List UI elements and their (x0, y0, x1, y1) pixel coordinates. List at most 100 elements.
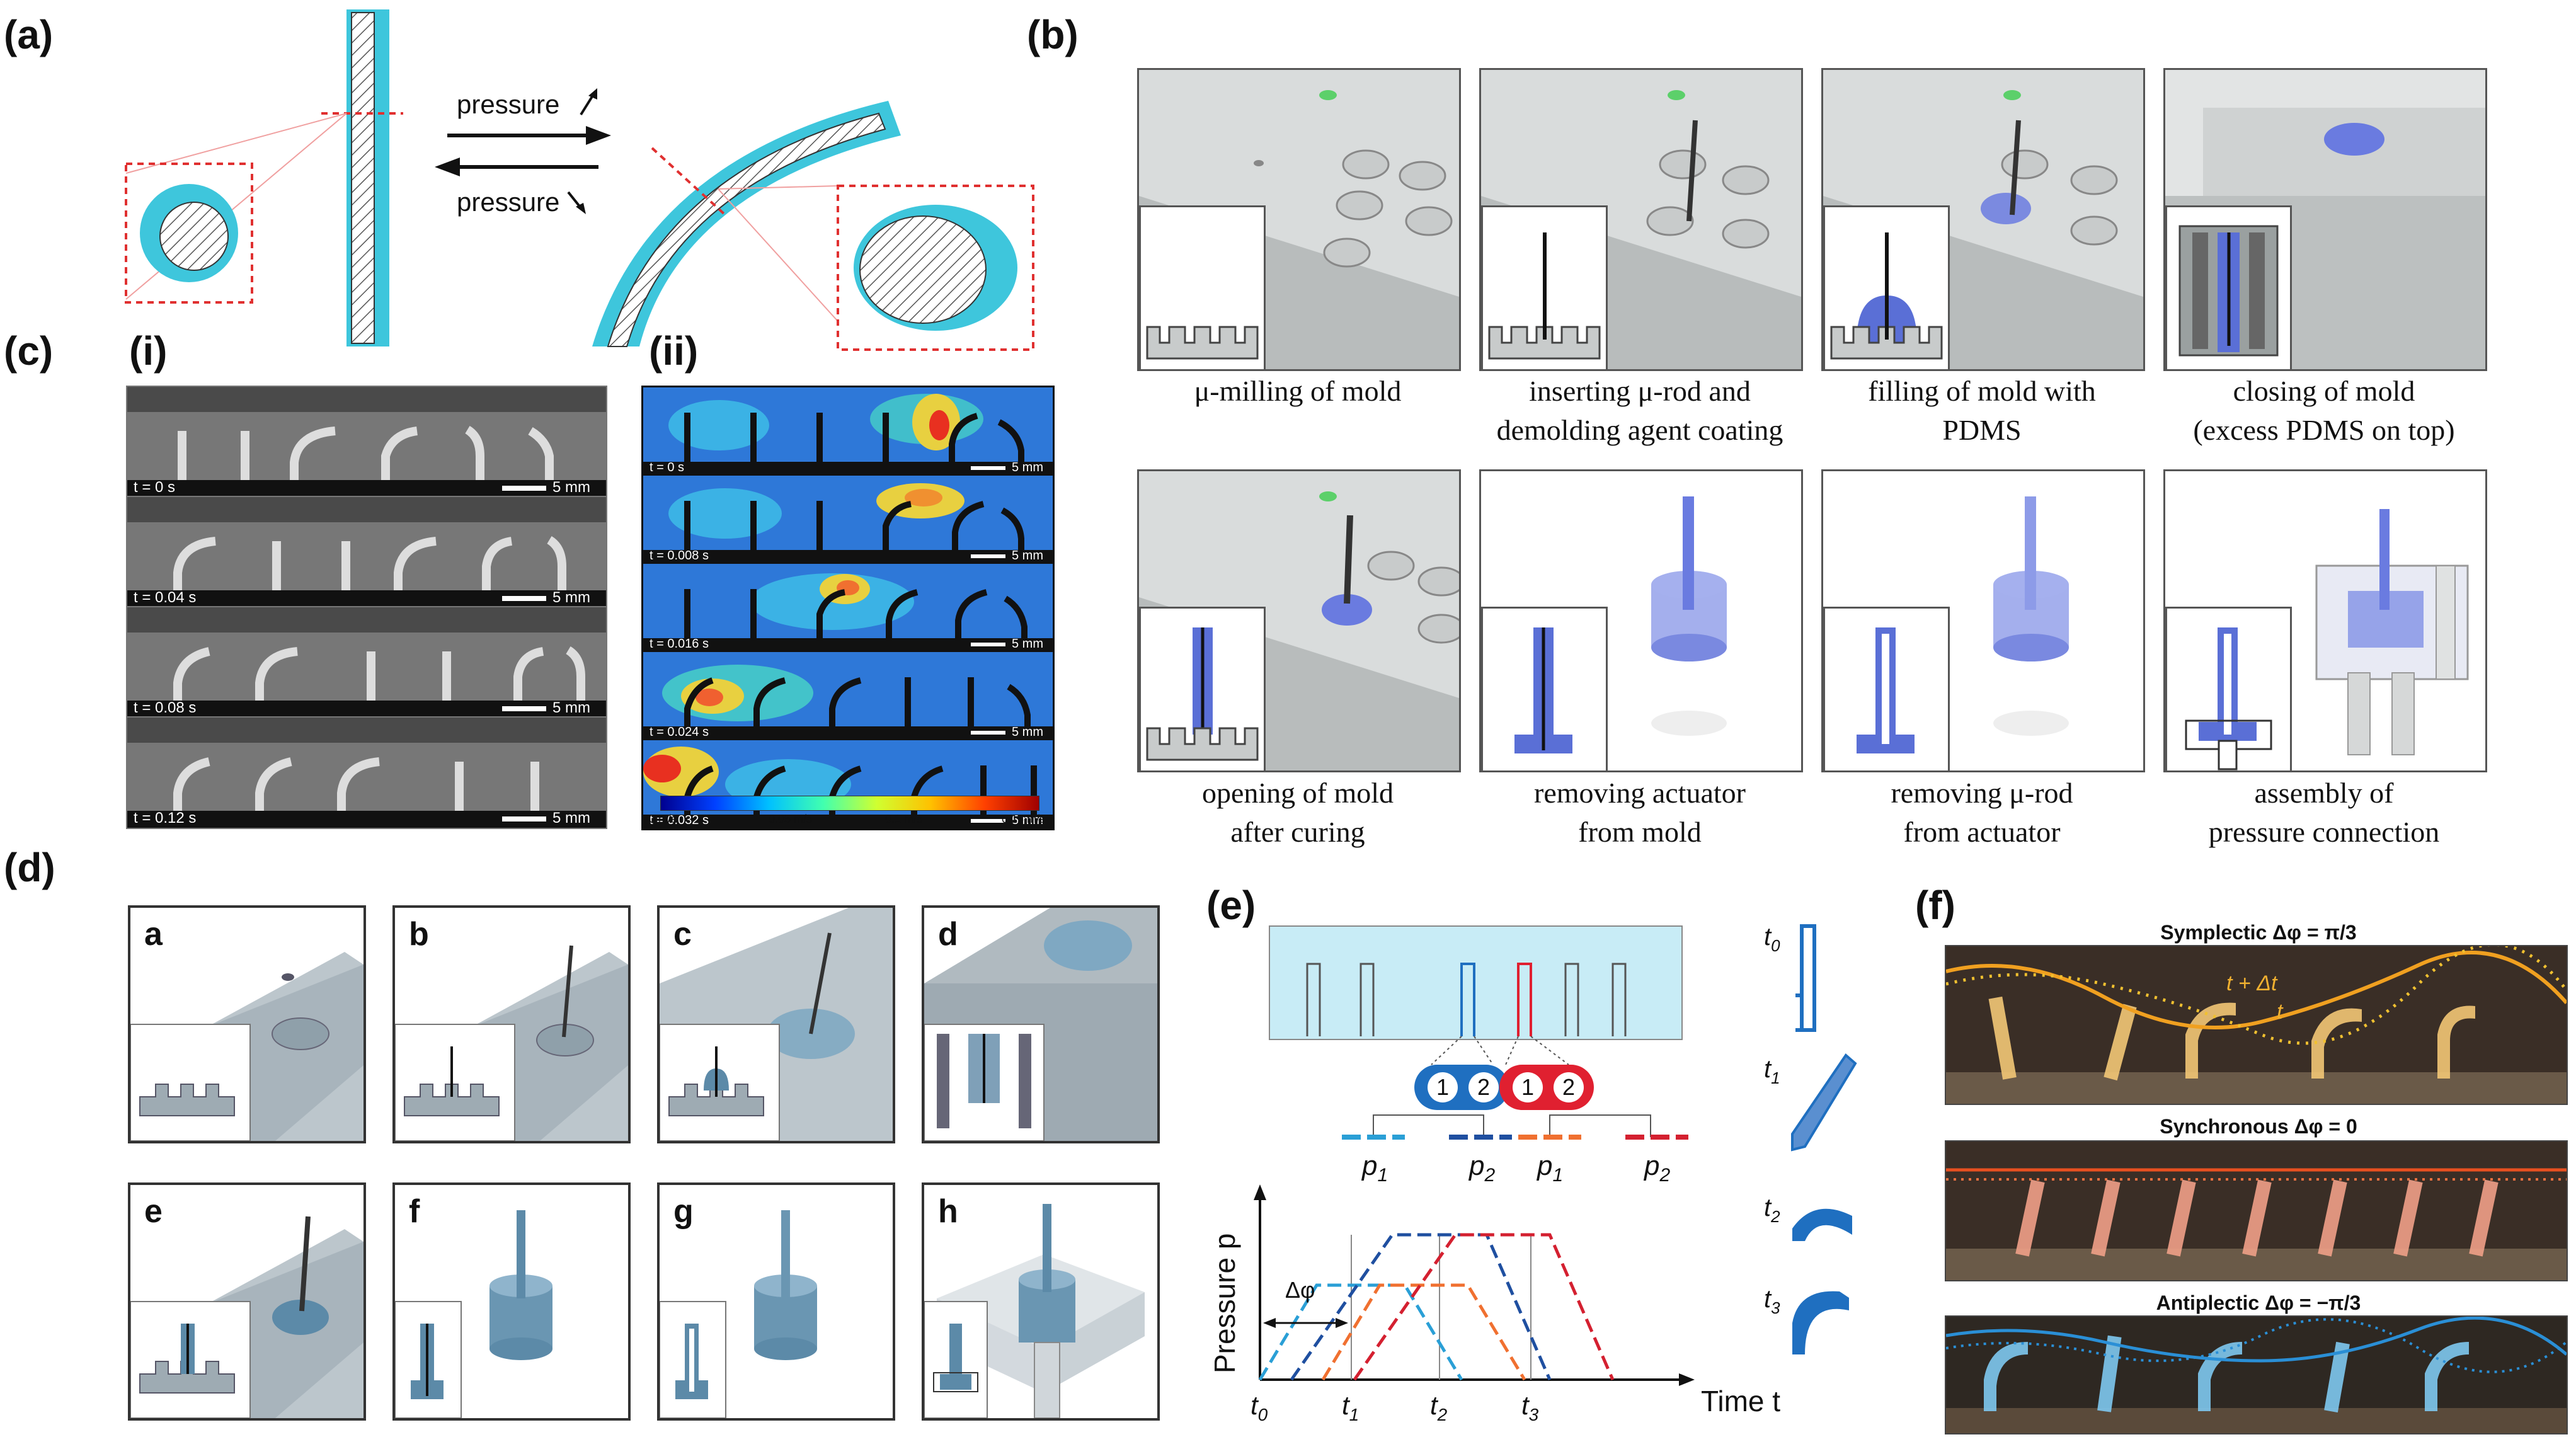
scale-bar: 5 mm (502, 589, 590, 607)
step-tile-6 (1479, 469, 1803, 772)
panel-label-c-ii: (ii) (649, 328, 699, 374)
timestamp: t = 0 s (650, 461, 685, 474)
step-tile-1 (1137, 68, 1461, 371)
side-label-2: t2 (1764, 1194, 1780, 1226)
side-label-0: t0 (1764, 923, 1780, 955)
scale-bar: 5 mm (502, 810, 590, 827)
p-label-4: p2 (1643, 1150, 1670, 1186)
delta-phi-label: Δφ (1285, 1277, 1315, 1303)
pressure-label-bottom: pressure (457, 187, 559, 217)
render-letter: b (409, 916, 429, 953)
piv-frame-3: t = 0.016 s 5 mm (641, 562, 1055, 654)
render-tile-c: c (657, 905, 895, 1143)
svg-text:1: 1 (1436, 1074, 1449, 1100)
colorbar-tick-3: 0.15 m/s (1002, 813, 1046, 825)
time-tick-1: t1 (1342, 1390, 1359, 1424)
panel-label-d: (d) (4, 845, 55, 890)
render-letter: a (144, 916, 163, 953)
mode-title-symplectic: Symplectic Δφ = π/3 (2160, 921, 2357, 944)
x-axis-label: Time t (1701, 1385, 1780, 1417)
render-tile-g: g (657, 1182, 895, 1421)
wave-t-plus-dt (1946, 946, 2567, 1045)
timestamp: t = 0.008 s (650, 549, 709, 563)
render-letter: g (673, 1193, 694, 1230)
panel-label-e: (e) (1206, 883, 1256, 928)
panel-label-c: (c) (4, 328, 54, 374)
step-tile-4 (2163, 68, 2487, 371)
inset-diagram (1146, 326, 1259, 360)
timestamp: t = 0.024 s (650, 725, 709, 739)
render-letter: e (144, 1193, 163, 1230)
piv-frame-1: t = 0 s 5 mm (641, 386, 1055, 478)
panel-label-f: (f) (1915, 883, 1955, 928)
velocity-colorbar (660, 796, 1039, 811)
mode-title-synchronous: Synchronous Δφ = 0 (2160, 1115, 2357, 1138)
step-tile-7 (1821, 469, 2145, 772)
p-label-2: p2 (1468, 1150, 1495, 1186)
timestamp: t = 0.016 s (650, 637, 709, 651)
scale-bar: 5 mm (971, 725, 1043, 740)
step-tile-2 (1479, 68, 1803, 371)
wave-label-t: t (2277, 1000, 2283, 1024)
svg-text:2: 2 (1562, 1074, 1575, 1100)
scale-bar: 5 mm (971, 813, 1043, 828)
render-tile-d: d (922, 905, 1160, 1143)
panel-label-c-i: (i) (129, 328, 168, 374)
trace-p1-orange (1321, 1283, 1526, 1381)
mode-photo-symplectic: t + Δt t (1945, 945, 2568, 1105)
side-label-3: t3 (1764, 1285, 1780, 1317)
scale-bar: 5 mm (971, 461, 1043, 475)
colorbar-tick-0: 0 m/s (649, 813, 677, 825)
scale-bar: 5 mm (502, 479, 590, 496)
render-letter: c (673, 916, 692, 953)
panel-e-pressure-diagram: 1 2 1 2 p1 p2 p1 p2 Pressure p Time t Δφ… (1208, 923, 1857, 1424)
step-tile-5 (1137, 469, 1461, 772)
render-letter: h (938, 1193, 958, 1230)
panel-a-schematic: pressure pressure (125, 9, 1034, 351)
scale-bar: 5 mm (971, 637, 1043, 651)
render-letter: d (938, 916, 958, 953)
p-label-1: p1 (1361, 1150, 1388, 1186)
render-tile-b: b (392, 905, 631, 1143)
time-tick-3: t3 (1521, 1390, 1539, 1424)
step-caption-4: closing of mold(excess PDMS on top) (2193, 375, 2455, 446)
time-tick-0: t0 (1251, 1390, 1268, 1424)
trace-p2-red (1353, 1233, 1615, 1381)
timestamp: t = 0.12 s (134, 810, 197, 827)
svg-text:1: 1 (1521, 1074, 1534, 1100)
trace-p1-blue (1258, 1283, 1463, 1381)
render-letter: f (409, 1193, 420, 1230)
y-axis-label: Pressure p (1208, 1234, 1241, 1373)
render-tile-h: h (922, 1182, 1160, 1421)
render-tile-e: e (128, 1182, 366, 1421)
timestamp: t = 0.032 s (650, 813, 709, 827)
timestamp: t = 0.08 s (134, 699, 197, 716)
p-label-3: p1 (1536, 1150, 1563, 1186)
step-tile-3 (1821, 68, 2145, 371)
side-label-1: t1 (1764, 1055, 1780, 1087)
colorbar-tick-2: 0.1 m/s (885, 813, 923, 825)
timestamp: t = 0.04 s (134, 589, 197, 606)
colorbar-tick-1: 0.05 m/s (769, 813, 813, 825)
trace-p2-blue (1290, 1233, 1552, 1381)
timestamp: t = 0 s (134, 479, 176, 496)
wave-label-t-plus-dt: t + Δt (2226, 971, 2277, 995)
svg-text:2: 2 (1477, 1074, 1490, 1100)
pressure-label-top: pressure (457, 89, 559, 119)
time-tick-2: t2 (1430, 1390, 1448, 1424)
video-frame-1: t = 0 s 5 mm (126, 386, 607, 498)
step-tile-8 (2163, 469, 2487, 772)
panel-label-b: (b) (1027, 12, 1079, 57)
panel-label-a: (a) (4, 12, 54, 57)
scale-bar: 5 mm (502, 699, 590, 717)
mode-photo-antiplectic (1945, 1315, 2568, 1434)
scale-bar: 5 mm (971, 549, 1043, 563)
cross-section-bent (837, 185, 1034, 351)
piv-frame-2: t = 0.008 s 5 mm (641, 474, 1055, 566)
